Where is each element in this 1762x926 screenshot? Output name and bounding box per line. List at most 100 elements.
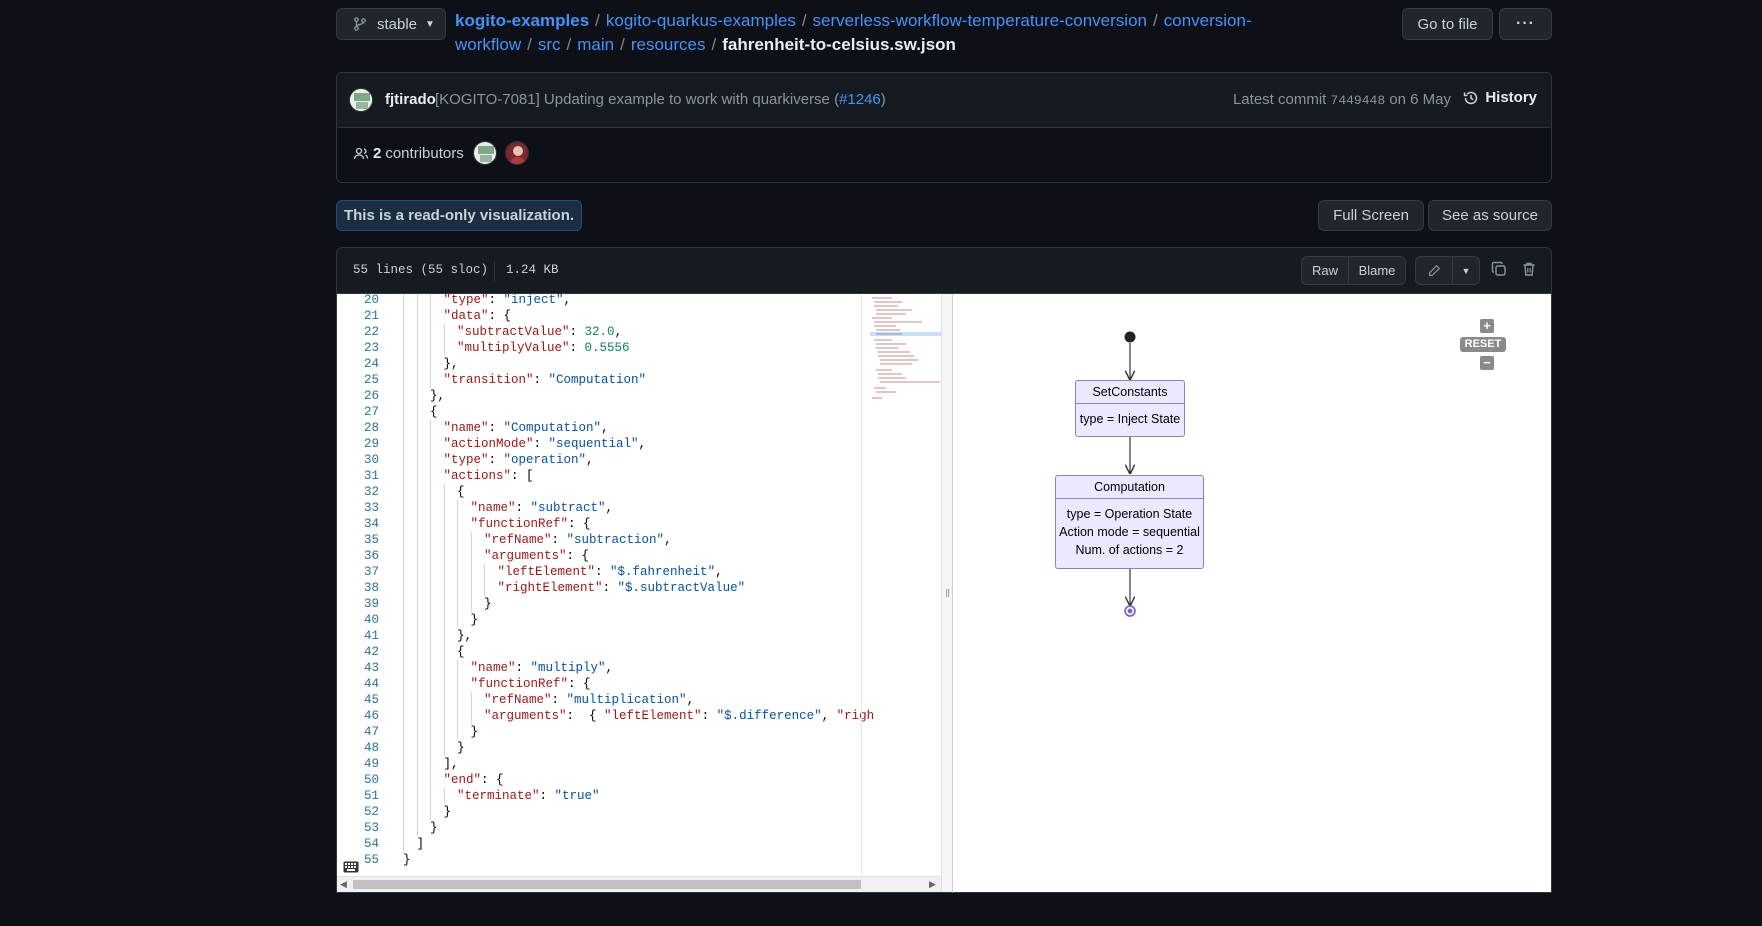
line-code: } xyxy=(457,740,465,756)
line-number: 23 xyxy=(347,340,379,356)
indent-guide xyxy=(417,436,418,452)
raw-button[interactable]: Raw xyxy=(1301,256,1349,285)
workflow-diagram[interactable]: SetConstants type = Inject State Computa… xyxy=(952,294,1552,893)
line-code: "refName": "subtraction", xyxy=(484,532,672,548)
delete-file-button[interactable] xyxy=(1521,261,1537,282)
start-node xyxy=(1125,332,1136,343)
indent-guide xyxy=(417,820,418,836)
latest-commit-label: Latest commit xyxy=(1233,91,1326,108)
line-code: "data": { xyxy=(444,308,512,324)
indent-guide xyxy=(417,420,418,436)
indent-guide xyxy=(444,740,445,756)
code-line: 26}, xyxy=(337,388,857,404)
commit-author-link[interactable]: fjtirado xyxy=(385,91,436,108)
history-link[interactable]: History xyxy=(1463,89,1537,106)
line-code: } xyxy=(471,724,479,740)
zoom-out-button[interactable]: − xyxy=(1480,356,1494,370)
code-line: 41}, xyxy=(337,628,857,644)
code-line: 46"arguments": { "leftElement": "$.diffe… xyxy=(337,708,857,724)
zoom-in-button[interactable]: + xyxy=(1480,319,1494,333)
breadcrumb-path-link[interactable]: kogito-quarkus-examples xyxy=(606,11,796,30)
indent-guide xyxy=(403,676,404,692)
breadcrumb-path-link[interactable]: src xyxy=(538,35,561,54)
history-label: History xyxy=(1485,89,1537,106)
scroll-right-arrow[interactable]: ▶ xyxy=(929,879,936,890)
indent-guide xyxy=(430,740,431,756)
indent-guide xyxy=(457,500,458,516)
line-code: ], xyxy=(444,756,459,772)
line-number: 43 xyxy=(347,660,379,676)
indent-guide xyxy=(471,708,472,724)
line-number: 41 xyxy=(347,628,379,644)
pull-request-link[interactable]: #1246 xyxy=(839,91,881,108)
indent-guide xyxy=(403,708,404,724)
line-number: 49 xyxy=(347,756,379,772)
code-line: 51"terminate": "true" xyxy=(337,788,857,804)
breadcrumb-path-link[interactable]: serverless-workflow-temperature-conversi… xyxy=(813,11,1147,30)
indent-guide xyxy=(457,708,458,724)
scrollbar-thumb[interactable] xyxy=(353,880,861,889)
indent-guide xyxy=(457,676,458,692)
code-line: 50"end": { xyxy=(337,772,857,788)
breadcrumb-path-link[interactable]: main xyxy=(577,35,614,54)
branch-selector[interactable]: stable ▼ xyxy=(336,8,446,40)
contributor-avatar-2[interactable] xyxy=(505,141,529,165)
commit-sha-link[interactable]: 7449448 xyxy=(1331,93,1386,108)
indent-guide xyxy=(457,612,458,628)
line-number: 51 xyxy=(347,788,379,804)
minimap[interactable] xyxy=(861,294,941,876)
file-line-count: 55 lines (55 sloc) xyxy=(353,263,488,277)
line-code: "name": "Computation", xyxy=(444,420,609,436)
indent-guide xyxy=(403,356,404,372)
edit-options-dropdown[interactable]: ▼ xyxy=(1452,256,1480,285)
indent-guide xyxy=(417,756,418,772)
indent-guide xyxy=(417,500,418,516)
author-avatar[interactable] xyxy=(349,88,373,112)
line-code: "type": "inject", xyxy=(444,294,572,308)
line-number: 33 xyxy=(347,500,379,516)
breadcrumb-separator: / xyxy=(614,35,631,54)
minimap-preview xyxy=(862,294,942,414)
indent-guide xyxy=(417,628,418,644)
go-to-file-button[interactable]: Go to file xyxy=(1402,8,1493,40)
code-line: 37"leftElement": "$.fahrenheit", xyxy=(337,564,857,580)
commit-message[interactable]: [KOGITO-7081] Updating example to work w… xyxy=(435,91,886,108)
indent-guide xyxy=(403,836,404,852)
line-number: 25 xyxy=(347,372,379,388)
more-options-button[interactable]: ··· xyxy=(1499,8,1552,40)
indent-guide xyxy=(403,548,404,564)
see-as-source-button[interactable]: See as source xyxy=(1428,200,1552,231)
edit-file-button[interactable] xyxy=(1415,256,1453,285)
indent-guide xyxy=(403,660,404,676)
people-icon xyxy=(353,146,369,162)
code-line: 35"refName": "subtraction", xyxy=(337,532,857,548)
full-screen-button[interactable]: Full Screen xyxy=(1318,200,1424,231)
contributor-avatar-1[interactable] xyxy=(473,141,497,165)
scroll-left-arrow[interactable]: ◀ xyxy=(340,879,347,890)
indent-guide xyxy=(471,596,472,612)
copy-raw-button[interactable] xyxy=(1491,261,1507,282)
indent-guide xyxy=(430,294,431,308)
reset-zoom-button[interactable]: RESET xyxy=(1460,337,1506,352)
breadcrumb-repo-link[interactable]: kogito-examples xyxy=(455,11,589,30)
indent-guide xyxy=(403,420,404,436)
line-number: 37 xyxy=(347,564,379,580)
code-editor[interactable]: 20"type": "inject",21"data": {22"subtrac… xyxy=(336,294,952,893)
state-node-computation[interactable]: Computation type = Operation State Actio… xyxy=(1055,475,1204,569)
split-pane-divider[interactable]: ‖ xyxy=(941,294,952,893)
indent-guide xyxy=(417,564,418,580)
state-node-setconstants[interactable]: SetConstants type = Inject State xyxy=(1075,380,1185,437)
line-code: }, xyxy=(457,628,472,644)
breadcrumb-path-link[interactable]: resources xyxy=(631,35,706,54)
line-code: "actions": [ xyxy=(444,468,534,484)
indent-guide xyxy=(417,356,418,372)
indent-guide xyxy=(417,340,418,356)
contributors-row[interactable]: 2 contributors xyxy=(353,145,464,162)
indent-guide xyxy=(417,548,418,564)
indent-guide xyxy=(457,564,458,580)
code-line: 43"name": "multiply", xyxy=(337,660,857,676)
indent-guide xyxy=(417,324,418,340)
blame-button[interactable]: Blame xyxy=(1348,256,1406,285)
indent-guide xyxy=(403,612,404,628)
horizontal-scrollbar[interactable]: ◀ ▶ xyxy=(337,876,941,892)
